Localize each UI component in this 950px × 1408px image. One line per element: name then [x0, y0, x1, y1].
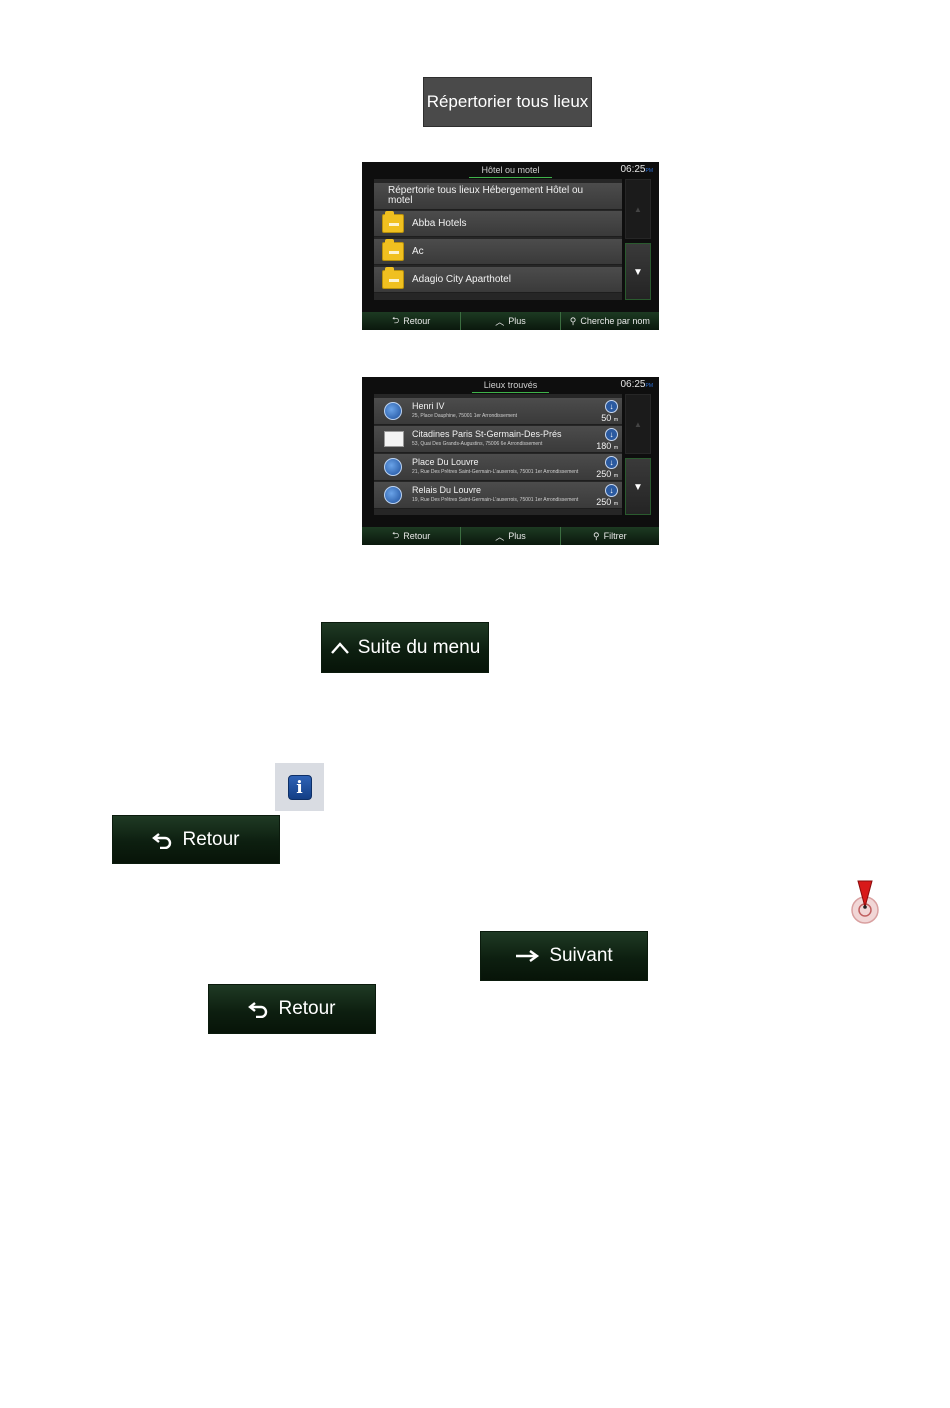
pin-icon [384, 402, 402, 420]
scroll-down-icon[interactable]: ▼ [625, 243, 651, 300]
next-button[interactable]: Suivant [480, 931, 648, 981]
list-all-row[interactable]: Répertorie tous lieux Hébergement Hôtel … [374, 183, 622, 210]
back-arrow-icon [248, 1000, 270, 1018]
list-item[interactable]: Adagio City Aparthotel [374, 267, 622, 293]
folder-icon [382, 267, 404, 289]
place-row[interactable]: Place Du Louvre 21, Rue Des Prêtres Sain… [374, 454, 622, 481]
folder-icon [382, 239, 404, 261]
bottom-bar: ⮌Retour ︿Plus ⚲Filtrer [362, 527, 659, 545]
back-button[interactable]: Retour [208, 984, 376, 1034]
chevron-up-icon [330, 641, 350, 655]
screen-title: Hôtel ou motel [362, 162, 659, 178]
more-button[interactable]: ︿Plus [460, 527, 560, 545]
bottom-bar: ⮌Retour ︿Plus ⚲Cherche par nom [362, 312, 659, 330]
results-list: Répertorie tous lieux Hébergement Hôtel … [374, 179, 622, 300]
back-button[interactable]: ⮌Retour [362, 312, 461, 330]
filter-button[interactable]: ⚲Filtrer [559, 527, 659, 545]
back-arrow-icon [152, 831, 174, 849]
hotel-logo-icon [384, 431, 404, 447]
chevron-up-icon: ︿ [495, 531, 505, 542]
screen-title: Lieux trouvés [362, 377, 659, 393]
scroll-up-icon[interactable]: ▲ [625, 394, 651, 454]
search-icon: ⚲ [593, 530, 600, 541]
results-list: Henri IV 25, Place Dauphine, 75001 1er A… [374, 394, 622, 515]
list-all-places-button[interactable]: Répertorier tous lieux [423, 77, 592, 127]
direction-icon: ↓ [605, 428, 618, 441]
back-arrow-icon: ⮌ [392, 315, 400, 325]
direction-icon: ↓ [605, 484, 618, 497]
search-icon: ⚲ [569, 315, 577, 326]
back-button[interactable]: ⮌Retour [362, 527, 461, 545]
arrow-right-icon [515, 949, 541, 963]
places-found-screen: Lieux trouvés 06:25PM Henri IV 25, Place… [362, 377, 659, 545]
place-row[interactable]: Henri IV 25, Place Dauphine, 75001 1er A… [374, 398, 622, 425]
hotel-category-screen: Hôtel ou motel 06:25PM Répertorie tous l… [362, 162, 659, 330]
list-item[interactable]: Ac [374, 239, 622, 265]
back-label: Retour [278, 998, 336, 1019]
scrollbar[interactable]: ▲ ▼ [625, 394, 651, 515]
folder-icon [382, 211, 404, 233]
clock: 06:25PM [620, 164, 653, 175]
info-icon: i [275, 763, 324, 811]
place-row[interactable]: Citadines Paris St-Germain-Des-Prés 53, … [374, 426, 622, 453]
back-arrow-icon: ⮌ [392, 530, 400, 540]
map-marker-icon [838, 877, 888, 927]
more-menu-button[interactable]: Suite du menu [321, 622, 489, 673]
scroll-up-icon[interactable]: ▲ [625, 179, 651, 239]
more-menu-label: Suite du menu [357, 636, 481, 658]
direction-icon: ↓ [605, 456, 618, 469]
list-item[interactable]: Abba Hotels [374, 211, 622, 237]
back-label: Retour [182, 828, 240, 850]
next-label: Suivant [549, 945, 613, 966]
clock: 06:25PM [620, 379, 653, 390]
place-row[interactable]: Relais Du Louvre 19, Rue Des Prêtres Sai… [374, 482, 622, 509]
list-all-places-label: Répertorier tous lieux [426, 92, 589, 111]
scroll-down-icon[interactable]: ▼ [625, 458, 651, 515]
pin-icon [384, 486, 402, 504]
back-button[interactable]: Retour [112, 815, 280, 864]
direction-icon: ↓ [605, 400, 618, 413]
scrollbar[interactable]: ▲ ▼ [625, 179, 651, 300]
search-by-name-button[interactable]: ⚲Cherche par nom [559, 312, 659, 330]
more-button[interactable]: ︿Plus [460, 312, 560, 330]
chevron-up-icon: ︿ [495, 316, 505, 327]
pin-icon [384, 458, 402, 476]
